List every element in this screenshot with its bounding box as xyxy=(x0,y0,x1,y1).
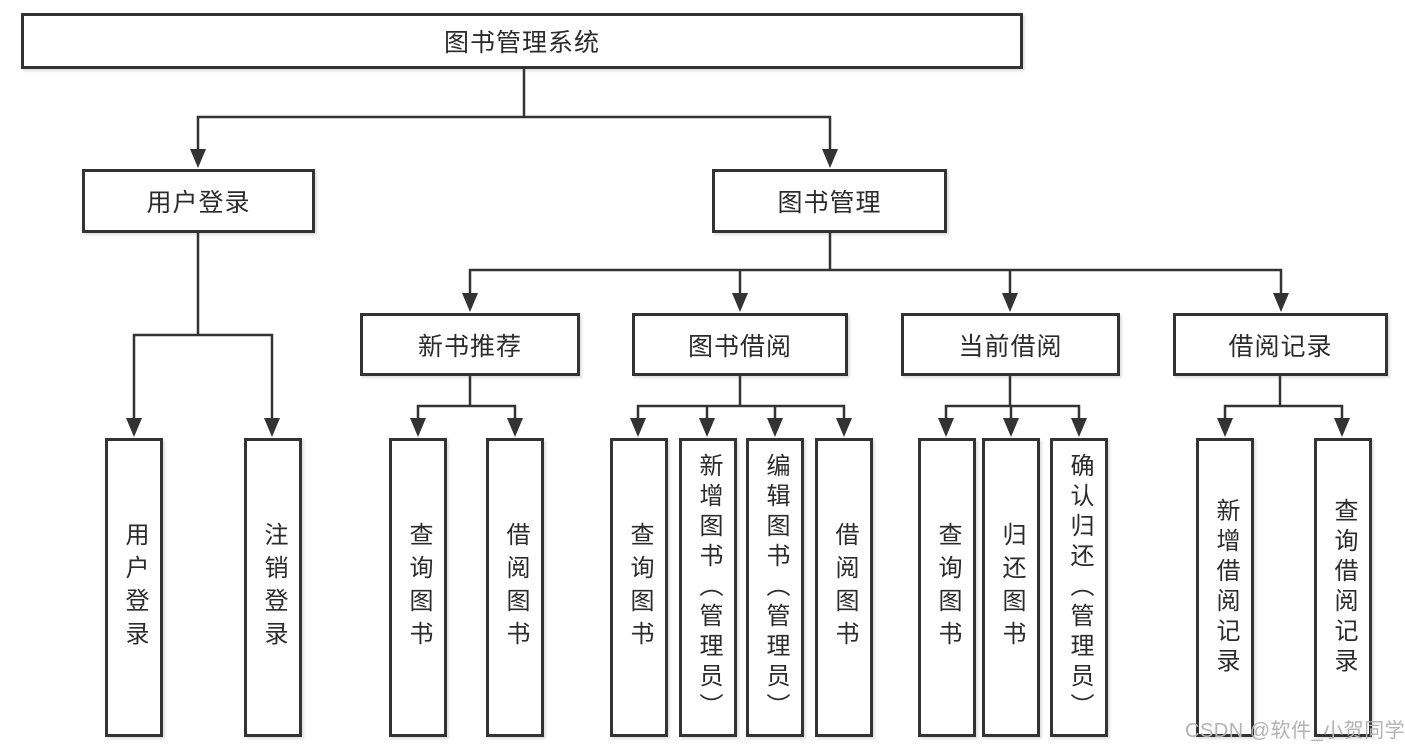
leaf-borrow-books-recommend-label: 借阅图书 xyxy=(502,521,529,654)
arrowhead-icon xyxy=(630,418,646,437)
leaf-query-books-recommend-label: 查询图书 xyxy=(405,521,432,654)
watermark: CSDN @软件_小贺同学 xyxy=(1185,720,1405,742)
leaf-confirm-return-admin: 确认归还（管理员） xyxy=(1050,438,1108,737)
arrowhead-icon xyxy=(767,418,783,437)
arrowhead-icon xyxy=(462,293,478,312)
arrowhead-icon xyxy=(190,149,206,168)
arrowhead-icon xyxy=(126,418,142,437)
connector-root-to-level2 xyxy=(196,67,832,152)
leaf-borrow-books-borrowing-label: 借阅图书 xyxy=(831,521,858,654)
leaf-add-books-admin: 新增图书（管理员） xyxy=(679,438,737,737)
leaf-return-books: 归还图书 xyxy=(982,438,1040,737)
node-new-book-recommend: 新书推荐 xyxy=(360,313,580,376)
connector-book-borrow-split xyxy=(636,374,846,421)
node-root: 图书管理系统 xyxy=(21,13,1023,69)
leaf-query-books-current-label: 查询图书 xyxy=(934,521,961,654)
connector-current-borrow-split xyxy=(944,374,1081,421)
arrowhead-icon xyxy=(938,418,954,437)
arrowhead-icon xyxy=(410,418,426,437)
node-new-book-recommend-label: 新书推荐 xyxy=(417,332,522,361)
leaf-edit-books-admin: 编辑图书（管理员） xyxy=(746,438,804,737)
node-book-borrowing-label: 图书借阅 xyxy=(687,332,792,361)
leaf-logout: 注销登录 xyxy=(244,438,302,737)
connector-new-book-split xyxy=(416,374,517,421)
arrowhead-icon xyxy=(1002,293,1018,312)
connector-borrow-record-split xyxy=(1223,374,1344,421)
leaf-query-books-current: 查询图书 xyxy=(918,438,976,737)
node-current-borrowing: 当前借阅 xyxy=(901,313,1120,376)
connector-user-login-split xyxy=(132,231,274,421)
leaf-user-login-label: 用户登录 xyxy=(121,521,148,654)
leaf-borrow-books-recommend: 借阅图书 xyxy=(486,438,544,737)
arrowhead-icon xyxy=(822,149,838,168)
leaf-confirm-return-admin-label: 确认归还（管理员） xyxy=(1066,452,1093,723)
arrowhead-icon xyxy=(732,293,748,312)
arrowhead-icon xyxy=(836,418,852,437)
arrowhead-icon xyxy=(1003,418,1019,437)
connector-book-management-split xyxy=(468,231,1283,296)
node-book-management-label: 图书管理 xyxy=(777,189,882,217)
leaf-query-books-borrowing: 查询图书 xyxy=(610,438,668,737)
arrowhead-icon xyxy=(1334,418,1350,437)
leaf-logout-label: 注销登录 xyxy=(260,521,287,654)
arrowhead-icon xyxy=(1071,418,1087,437)
arrowhead-icon xyxy=(1273,293,1289,312)
arrowhead-icon xyxy=(1217,418,1233,437)
node-borrow-records-label: 借阅记录 xyxy=(1228,332,1333,361)
node-user-login: 用户登录 xyxy=(82,169,315,233)
leaf-query-borrow-record-label: 查询借阅记录 xyxy=(1330,497,1357,678)
leaf-query-books-recommend: 查询图书 xyxy=(389,438,447,737)
arrowheads xyxy=(126,149,1350,437)
arrowhead-icon xyxy=(264,418,280,437)
leaf-query-borrow-record: 查询借阅记录 xyxy=(1314,438,1372,737)
node-user-login-label: 用户登录 xyxy=(146,189,251,217)
leaf-borrow-books-borrowing: 借阅图书 xyxy=(815,438,873,737)
leaf-edit-books-admin-label: 编辑图书（管理员） xyxy=(762,452,789,723)
leaf-user-login: 用户登录 xyxy=(105,438,163,737)
leaf-add-books-admin-label: 新增图书（管理员） xyxy=(695,452,722,723)
leaf-add-borrow-record-label: 新增借阅记录 xyxy=(1212,497,1239,678)
node-borrow-records: 借阅记录 xyxy=(1173,313,1388,376)
arrowhead-icon xyxy=(699,418,715,437)
node-book-management: 图书管理 xyxy=(712,169,947,233)
node-book-borrowing: 图书借阅 xyxy=(632,313,848,376)
node-root-label: 图书管理系统 xyxy=(443,29,600,57)
arrowhead-icon xyxy=(507,418,523,437)
leaf-query-books-borrowing-label: 查询图书 xyxy=(626,521,653,654)
leaf-return-books-label: 归还图书 xyxy=(998,521,1025,654)
node-current-borrowing-label: 当前借阅 xyxy=(958,332,1063,361)
leaf-add-borrow-record: 新增借阅记录 xyxy=(1196,438,1254,737)
